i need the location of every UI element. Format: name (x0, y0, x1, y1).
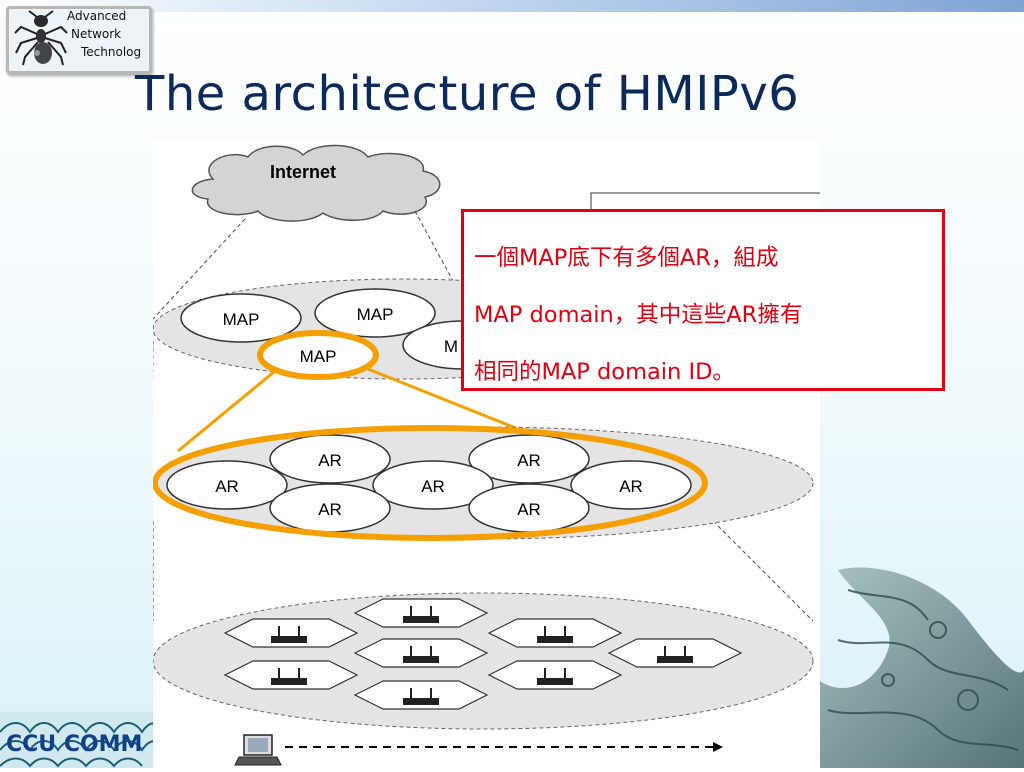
dragon-decoration (818, 567, 1024, 768)
slide-title: The architecture of HMIPv6 (135, 66, 800, 122)
highlighted-map-domain (152, 425, 708, 541)
router-icon (403, 646, 439, 663)
router-icon (537, 668, 573, 685)
highlight-connectors (177, 367, 529, 453)
internet-cloud: Internet (191, 144, 441, 222)
callout-box: 一個MAP底下有多個AR，組成 MAP domain，其中這些AR擁有 相同的M… (461, 209, 945, 391)
ar-node (372, 460, 494, 510)
ar-node-label: AR (215, 477, 239, 496)
logo-text-line-1: Advanced (67, 9, 127, 23)
ar-node (468, 434, 590, 484)
logo-text-line-3: Technolog (81, 45, 142, 59)
ar-node (166, 460, 288, 510)
internet-label: Internet (270, 162, 336, 182)
ar-node (269, 434, 391, 484)
ar-nodes: AR AR AR AR AR AR AR (166, 434, 692, 533)
map-node-label-partial: M (444, 337, 458, 356)
hierarchy-lines (151, 210, 814, 622)
ant-logo-icon (14, 10, 68, 66)
footer-text: CCU COMM (6, 732, 143, 757)
map-node-label: MAP (223, 310, 260, 329)
router-icon (271, 668, 307, 685)
ar-node-label: AR (421, 477, 445, 496)
ar-node-label: AR (619, 477, 643, 496)
logo: Advanced Network Technolog (6, 6, 152, 74)
logo-text-line-2: Network (71, 27, 122, 41)
map-node-label: MAP (357, 305, 394, 324)
ar-node (570, 460, 692, 510)
router-icon (403, 688, 439, 705)
ar-node-label: AR (517, 500, 541, 519)
movement-arrow-head (713, 742, 723, 752)
slide-top-band (0, 0, 1024, 12)
router-icon (657, 646, 693, 663)
access-cells (223, 598, 743, 710)
router-icon (537, 626, 573, 643)
highlighted-map-node (257, 330, 379, 380)
map-node (314, 288, 436, 338)
laptop-icon (234, 734, 282, 766)
wave-decoration (0, 712, 160, 768)
ar-node-label: AR (318, 500, 342, 519)
router-icon (403, 606, 439, 623)
callout-line-3: 相同的MAP domain ID。 (474, 359, 735, 385)
map-node (180, 293, 302, 343)
callout-line-2: MAP domain，其中這些AR擁有 (474, 302, 803, 328)
highlighted-map-label: MAP (300, 347, 337, 366)
router-icons (271, 606, 693, 705)
router-icon (271, 626, 307, 643)
callout-line-1: 一個MAP底下有多個AR，組成 (474, 245, 779, 271)
ar-node-label: AR (517, 451, 541, 470)
ar-node-label: AR (318, 451, 342, 470)
